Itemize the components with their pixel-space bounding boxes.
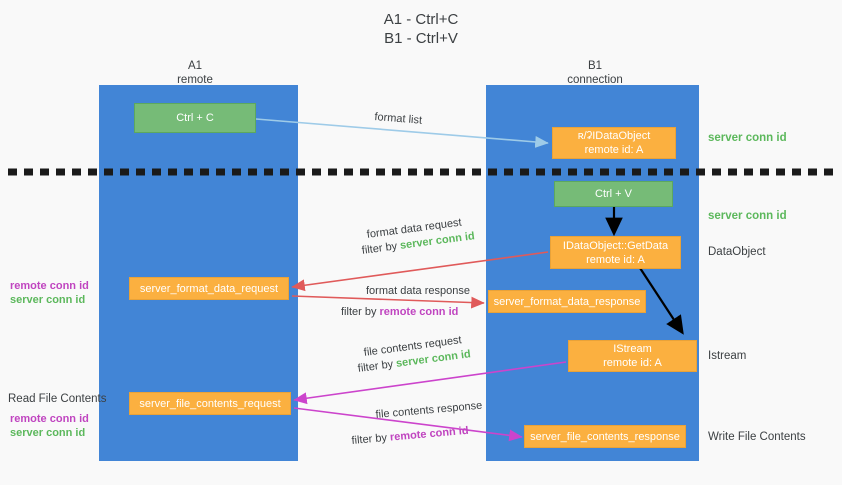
box-ctrl-c[interactable]: Ctrl + C — [134, 103, 256, 133]
filter-value-2: remote conn id — [379, 306, 459, 318]
box-server-file-contents-request-label: server_file_contents_request — [139, 397, 281, 410]
label-dataobject: DataObject — [708, 246, 766, 258]
box-getdata-line1: IDataObject::GetData — [562, 239, 669, 252]
lane-header-b1-name: B1 — [587, 60, 603, 72]
filter-prefix-3: filter by — [357, 357, 397, 375]
title-line-1: A1 - Ctrl+C — [383, 11, 459, 28]
title-line-2: B1 - Ctrl+V — [384, 30, 458, 47]
legend-server-conn-id-2: server conn id — [10, 427, 86, 439]
arrow-label-format-data-response: format data response — [366, 285, 470, 297]
label-server-conn-id-1: server conn id — [708, 132, 787, 144]
box-ctrl-c-line1: Ctrl + C — [176, 112, 214, 124]
legend-remote-conn-id-1: remote conn id — [10, 280, 89, 292]
box-istream-line2: remote id: A — [603, 357, 662, 369]
label-server-conn-id-2: server conn id — [708, 210, 787, 222]
label-read-file-contents: Read File Contents — [8, 393, 107, 405]
box-ctrl-v-line1: Ctrl + V — [595, 188, 632, 200]
arrow-label-format-data-response-filter: filter by remote conn id — [341, 305, 458, 320]
lane-header-b1-sub: connection — [567, 74, 623, 86]
box-server-format-data-request-label: server_format_data_request — [139, 282, 279, 295]
box-idataobject-remote-line1: ʀ/ʡIDataObject — [577, 130, 651, 142]
box-server-format-data-response[interactable]: server_format_data_response — [488, 290, 646, 313]
filter-prefix-1: filter by — [361, 239, 401, 257]
filter-value-4: remote conn id — [389, 424, 470, 444]
box-server-format-data-response-label: server_format_data_response — [493, 295, 641, 308]
label-istream: Istream — [708, 350, 747, 362]
arrow-label-format-list: format list — [373, 110, 423, 127]
legend-remote-conn-id-2: remote conn id — [10, 413, 89, 425]
box-idataobject-getdata[interactable]: IDataObject::GetData remote id: A — [550, 236, 681, 269]
arrow-label-file-contents-response-filter: filter by remote conn id — [351, 424, 469, 449]
box-idataobject-remote-line2: remote id: A — [584, 144, 644, 156]
lane-header-a1-sub: remote — [177, 74, 213, 86]
box-istream-line1: IStream — [613, 343, 652, 355]
box-getdata-line2: remote id: A — [586, 253, 645, 266]
box-server-file-contents-request[interactable]: server_file_contents_request — [129, 392, 291, 415]
box-server-format-data-request[interactable]: server_format_data_request — [129, 277, 289, 300]
arrow-label-file-contents-response: file contents response — [375, 399, 483, 421]
box-ctrl-v[interactable]: Ctrl + V — [554, 181, 673, 207]
box-server-file-contents-response[interactable]: server_file_contents_response — [524, 425, 686, 448]
filter-prefix-2: filter by — [341, 306, 380, 318]
filter-prefix-4: filter by — [351, 431, 391, 447]
label-write-file-contents: Write File Contents — [708, 431, 806, 443]
box-idataobject-remote[interactable]: ʀ/ʡIDataObject remote id: A — [552, 127, 676, 159]
lane-header-a1-name: A1 — [187, 60, 203, 72]
box-istream[interactable]: IStream remote id: A — [568, 340, 697, 372]
legend-server-conn-id-1: server conn id — [10, 294, 86, 306]
box-server-file-contents-response-label: server_file_contents_response — [530, 430, 680, 443]
